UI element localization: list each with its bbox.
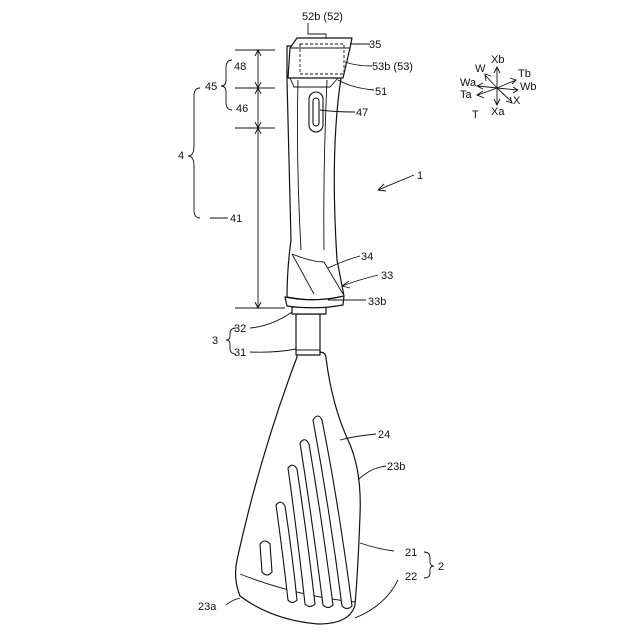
shaft [292,307,326,355]
axis-tb: Tb [518,68,531,80]
label-22: 22 [405,571,417,583]
label-31: 31 [234,347,246,359]
axis-ta: Ta [460,89,473,101]
label-48: 48 [234,61,246,73]
label-47: 47 [356,107,368,119]
axis-x: X [513,95,521,107]
label-35: 35 [369,39,381,51]
label-45: 45 [205,81,217,93]
label-41: 41 [230,213,242,225]
brace-2 [424,552,434,578]
brace-4 [188,88,200,218]
label-24: 24 [378,429,390,441]
label-34: 34 [361,251,373,263]
label-53b: 53b (53) [372,61,413,73]
axis-xb: Xb [491,54,504,66]
axis-wa: Wa [460,77,477,89]
axis-t: T [472,109,479,121]
slot-5 [260,541,272,575]
label-1: 1 [417,170,423,182]
label-33b: 33b [368,296,386,308]
dimension-lines [235,50,285,308]
brace-45 [221,60,232,110]
handle [285,38,352,308]
shaft-lower [296,314,320,355]
axis-w: W [475,63,486,75]
label-52b: 52b (52) [302,11,343,23]
label-21: 21 [405,547,417,559]
label-32: 32 [234,323,246,335]
label-51: 51 [375,86,387,98]
axis-wb: Wb [520,81,537,93]
label-23a: 23a [198,601,217,613]
label-4: 4 [178,150,184,162]
label-3: 3 [212,335,218,347]
label-23b: 23b [387,461,405,473]
label-33: 33 [381,270,393,282]
label-46: 46 [236,103,248,115]
axis-xa: Xa [491,106,505,118]
label-2: 2 [438,561,444,573]
